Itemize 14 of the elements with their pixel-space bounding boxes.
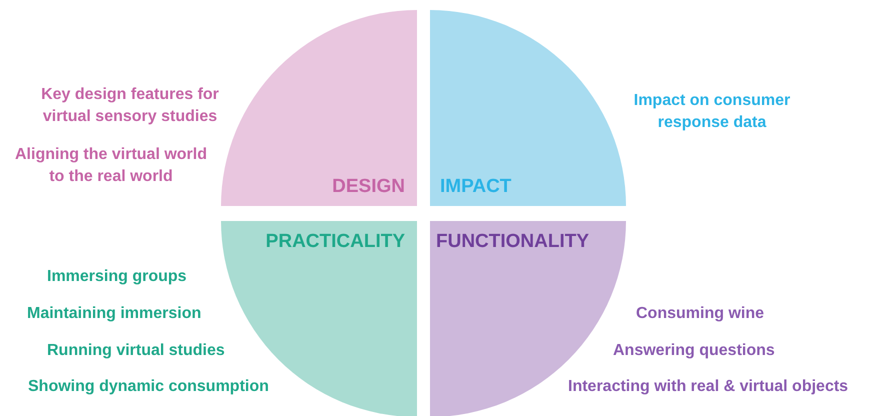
quadrant-title: DESIGN xyxy=(332,176,405,198)
note-text: Running virtual studies xyxy=(47,341,225,361)
note-text: Consuming wine xyxy=(636,304,764,324)
note-text: Maintaining immersion xyxy=(27,304,202,324)
quadrant-title: PRACTICALITY xyxy=(266,231,405,253)
note-text: Immersing groups xyxy=(47,267,187,287)
quadrant-title: FUNCTIONALITY xyxy=(436,231,590,253)
note-text: Answering questions xyxy=(613,341,775,361)
note-text: Interacting with real & virtual objects xyxy=(568,377,848,397)
note-text: Aligning the virtual world to the real world xyxy=(14,145,208,187)
note-text: Key design features for virtual sensory studies xyxy=(40,85,220,127)
note-text: Showing dynamic consumption xyxy=(28,377,269,397)
quadrant-title: IMPACT xyxy=(440,176,512,198)
note-text: Impact on consumer response data xyxy=(632,91,792,133)
